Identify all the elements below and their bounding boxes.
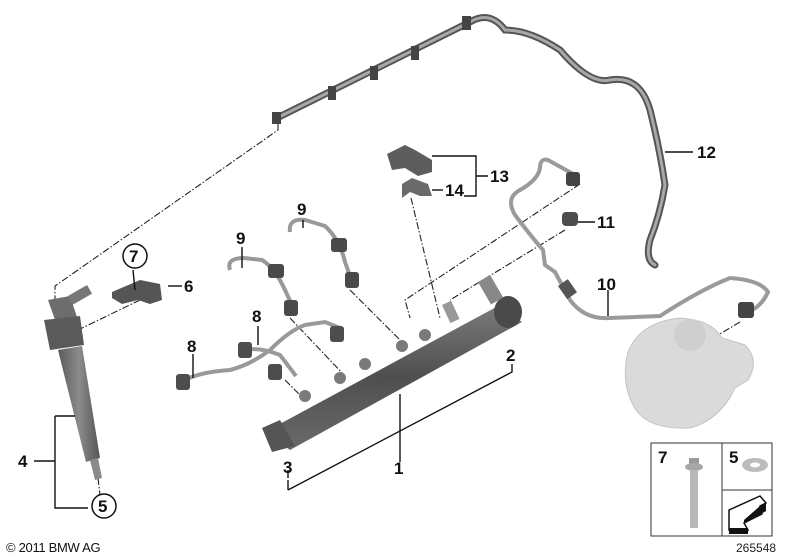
injection-pipe-8-parts[interactable] [176,319,344,390]
callout-10: 10 [597,275,616,294]
dashed-guides [54,124,741,496]
callout-3: 3 [283,458,292,477]
inset-callout-5: 5 [729,448,738,467]
callout-2: 2 [506,346,515,365]
inset-parts-box: 7 5 [650,442,773,537]
callout-12: 12 [697,143,716,162]
drawing-number: 265548 [736,541,777,555]
callout-5-circle [91,493,117,519]
callout-14: 14 [445,181,464,200]
callout-4: 4 [18,452,28,471]
rail-part[interactable] [262,275,522,452]
callout-8a: 8 [187,337,196,356]
callout-5: 5 [98,497,107,516]
callout-7: 7 [129,247,138,266]
bracket-14-part[interactable] [402,178,432,198]
pump-pipe-10-part[interactable] [509,157,771,321]
inset-washer-icon [742,458,768,472]
leak-line-part[interactable] [272,14,669,269]
callout-13: 13 [490,167,509,186]
inset-arrow-icon [728,495,768,534]
callout-labels: 1 2 3 4 5 6 7 8 8 9 9 10 11 12 13 14 [18,143,716,519]
callout-7-circle [122,243,148,269]
inset-callout-7: 7 [658,448,667,467]
callout-9b: 9 [297,200,306,219]
injector-part[interactable] [44,285,102,480]
callout-11: 11 [597,213,615,232]
injection-pipe-9-parts[interactable] [227,217,359,316]
callout-1: 1 [394,459,403,478]
leader-lines [34,151,693,509]
holder-11-part[interactable] [562,212,578,226]
clamp-part[interactable] [112,280,162,304]
callout-9a: 9 [236,229,245,248]
inset-bolt-icon [685,458,703,528]
callout-8b: 8 [252,307,261,326]
bracket-13-part[interactable] [387,145,432,176]
callout-6: 6 [184,277,193,296]
high-pressure-pump [624,317,754,429]
copyright-text: © 2011 BMW AG [6,540,101,555]
